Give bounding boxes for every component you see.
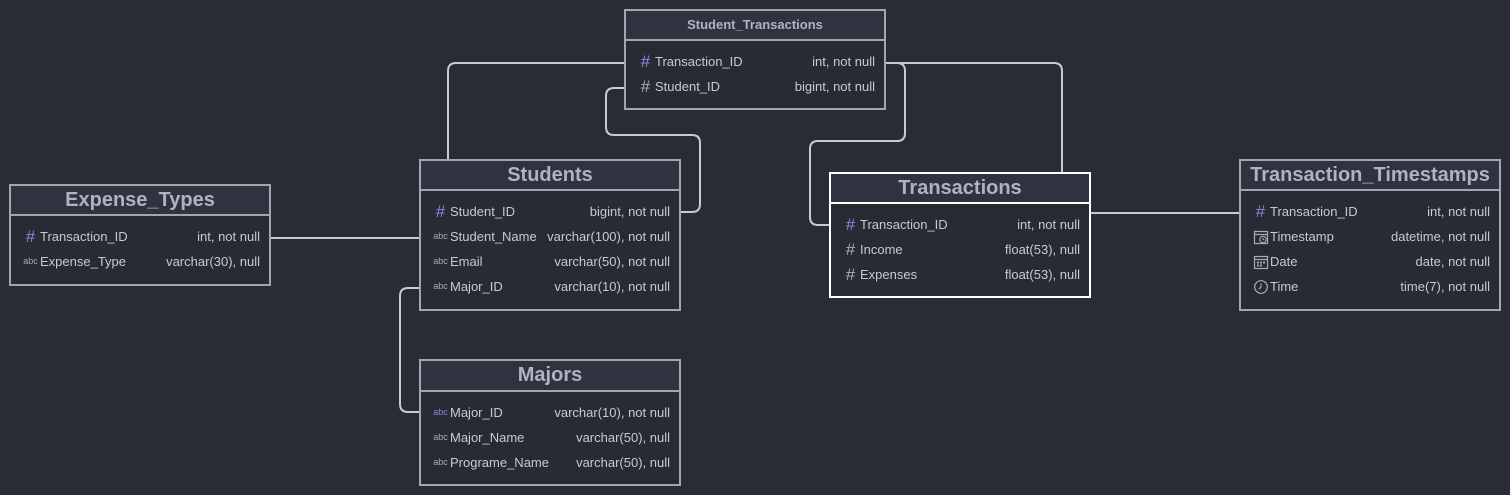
relationship-line-student-transactions-transactions [884,62,1063,172]
table-transactions[interactable]: Transactions # Transaction_ID int, not null… [829,172,1091,298]
column-type: datetime, not null [1390,229,1490,244]
column-row[interactable]: # Income float(53), null [831,237,1089,262]
table-columns: # Transaction_ID int, not null # Income float… [831,204,1089,287]
column-type: date, not null [1415,254,1490,269]
table-header[interactable]: Students [421,161,679,191]
column-name: Transaction_ID [1270,204,1358,219]
hash-icon: # [25,227,36,246]
relationship-line-students-student-transactions-tx [447,62,626,160]
column-type: varchar(30), null [166,254,260,269]
column-row[interactable]: Date date, not null [1241,249,1499,274]
column-type: float(53), null [1004,267,1080,282]
column-name: Expense_Type [40,254,127,269]
table-header[interactable]: Majors [421,361,679,392]
column-name: Student_Name [450,229,537,244]
column-row[interactable]: # Transaction_ID int, not null [1241,199,1499,224]
hash-icon: # [845,265,856,284]
text-icon: abc [433,256,448,266]
table-header[interactable]: Student_Transactions [626,11,884,41]
text-icon: abc [433,281,448,291]
column-name: Major_ID [450,279,503,294]
table-student-transactions[interactable]: Student_Transactions # Transaction_ID int, … [624,9,886,110]
column-name: Income [860,242,903,257]
column-name: Major_Name [450,430,525,445]
column-row[interactable]: # Student_ID bigint, not null [626,74,884,99]
hash-icon: # [640,52,651,71]
column-row[interactable]: Time time(7), not null [1241,274,1499,299]
column-type: bigint, not null [794,79,875,94]
column-name: Expenses [860,267,918,282]
column-type: varchar(100), not null [547,229,670,244]
clock-icon [1252,274,1269,299]
datetime-icon [1252,224,1269,249]
column-type: varchar(10), not null [554,279,670,294]
column-name: Programe_Name [450,455,549,470]
text-icon: abc [433,231,448,241]
column-type: bigint, not null [589,204,670,219]
column-type: int, not null [1427,204,1490,219]
hash-icon: # [640,77,651,96]
column-name: Transaction_ID [40,229,128,244]
column-name: Time [1270,279,1299,294]
text-icon: abc [433,407,448,417]
hash-icon: # [845,215,856,234]
column-type: int, not null [1017,217,1080,232]
hash-icon: # [435,202,446,221]
hash-icon: # [1255,202,1266,221]
table-header[interactable]: Transactions [831,174,1089,204]
text-icon: abc [23,256,38,266]
column-type: varchar(50), not null [554,254,670,269]
column-type: varchar(50), null [576,430,670,445]
column-name: Student_ID [450,204,516,219]
column-type: varchar(50), null [576,455,670,470]
table-columns: # Transaction_ID int, not null # Student_ID b… [626,41,884,99]
text-icon: abc [433,457,448,467]
column-row[interactable]: # Expenses float(53), null [831,262,1089,287]
column-name: Timestamp [1270,229,1334,244]
column-name: Email [450,254,483,269]
column-name: Student_ID [655,79,721,94]
column-row[interactable]: # Transaction_ID int, not null [831,212,1089,237]
calendar-icon [1252,249,1269,274]
column-row[interactable]: # Transaction_ID int, not null [626,49,884,74]
column-type: int, not null [197,229,260,244]
column-row[interactable]: Timestamp datetime, not null [1241,224,1499,249]
column-name: Major_ID [450,405,503,420]
column-row[interactable]: # Transaction_ID int, not null [11,224,269,249]
column-type: time(7), not null [1400,279,1490,294]
column-name: Date [1270,254,1298,269]
table-header[interactable]: Expense_Types [11,186,269,216]
column-name: Transaction_ID [860,217,948,232]
hash-icon: # [845,240,856,259]
column-type: varchar(10), not null [554,405,670,420]
column-type: int, not null [812,54,875,69]
relationship-line-students-majors [399,287,420,413]
column-row[interactable]: # Student_ID bigint, not null [421,199,679,224]
column-type: float(53), null [1004,242,1080,257]
table-header[interactable]: Transaction_Timestamps [1241,161,1499,191]
column-name: Transaction_ID [655,54,743,69]
table-transaction-timestamps[interactable]: Transaction_Timestamps # Transaction_ID int… [1239,159,1501,311]
text-icon: abc [433,432,448,442]
table-expense-types[interactable]: Expense_Types # Transaction_ID int, not nul… [9,184,271,286]
